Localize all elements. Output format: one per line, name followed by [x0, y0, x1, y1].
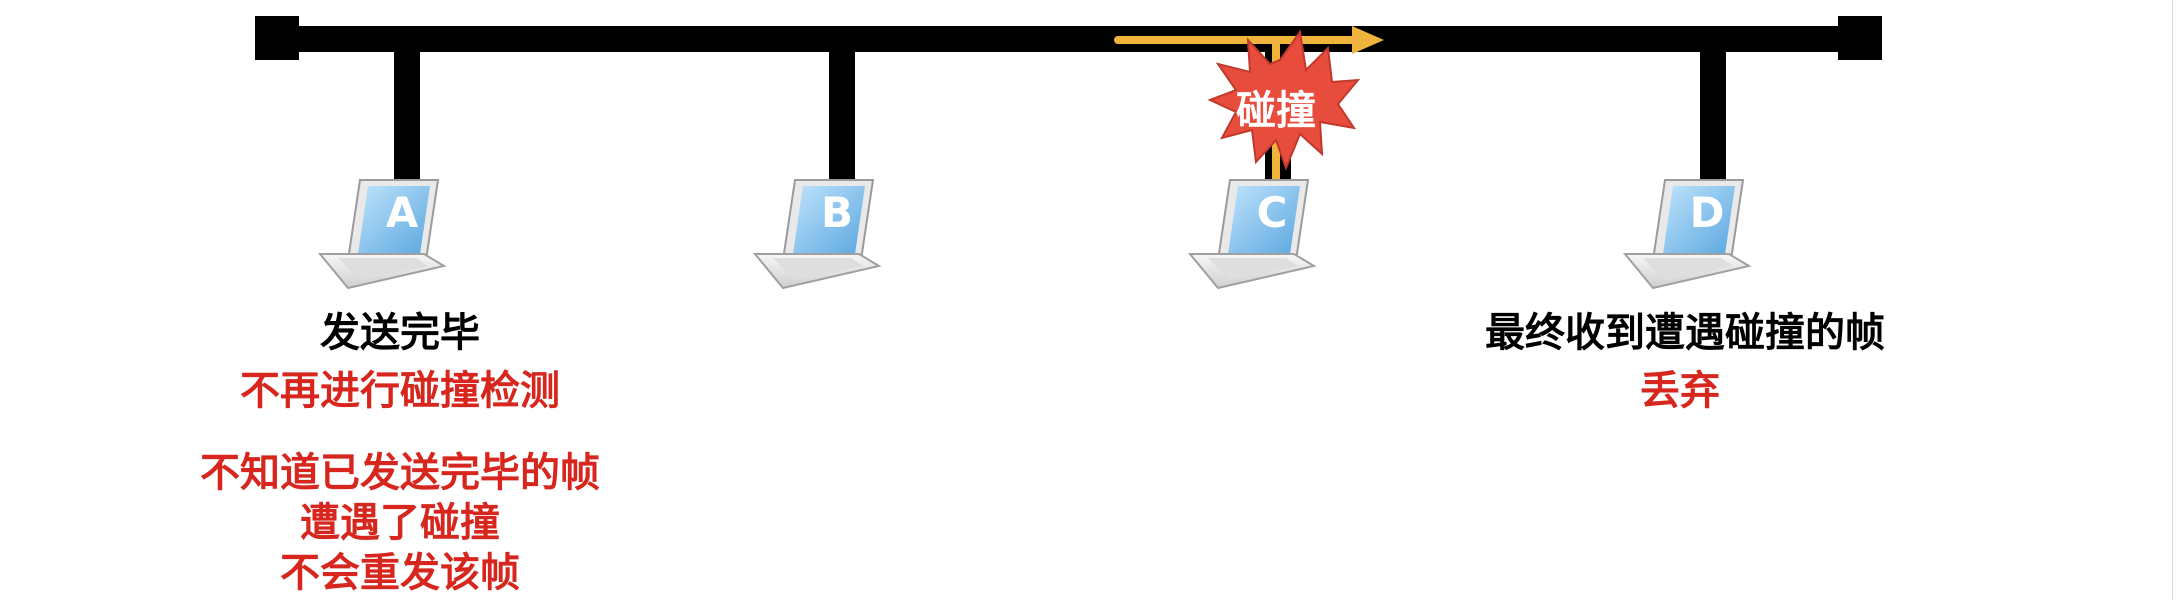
collision-label: 碰撞: [1236, 88, 1316, 134]
d-note-discard: 丢弃: [1640, 368, 1720, 414]
a-note-line-3: 不会重发该帧: [280, 550, 520, 596]
a-note-line-1: 不知道已发送完毕的帧: [200, 450, 600, 496]
station-label-a: A: [385, 188, 419, 237]
signal-arrow: [1114, 26, 1384, 54]
laptop-b: [752, 179, 882, 290]
station-label-b: B: [820, 188, 853, 237]
a-status-title: 发送完毕: [320, 310, 480, 356]
bus-line: [258, 26, 1882, 52]
a-note-line-2: 遭遇了碰撞: [300, 500, 500, 546]
laptop-c: [1187, 179, 1317, 290]
d-status-title: 最终收到遭遇碰撞的帧: [1485, 310, 1885, 356]
bus-terminator-left: [255, 16, 299, 60]
laptop-a: [317, 179, 447, 290]
laptop-d: [1622, 179, 1752, 290]
station-label-d: D: [1689, 188, 1725, 237]
drop-line-d: [1700, 40, 1726, 190]
bus-terminator-right: [1838, 16, 1882, 60]
station-label-c: C: [1256, 188, 1288, 237]
page-right-border: [2172, 0, 2173, 600]
a-note-no-detection: 不再进行碰撞检测: [240, 368, 560, 414]
collision-burst: [1207, 29, 1361, 171]
drop-line-b: [829, 40, 855, 190]
drop-line-a: [394, 40, 420, 190]
